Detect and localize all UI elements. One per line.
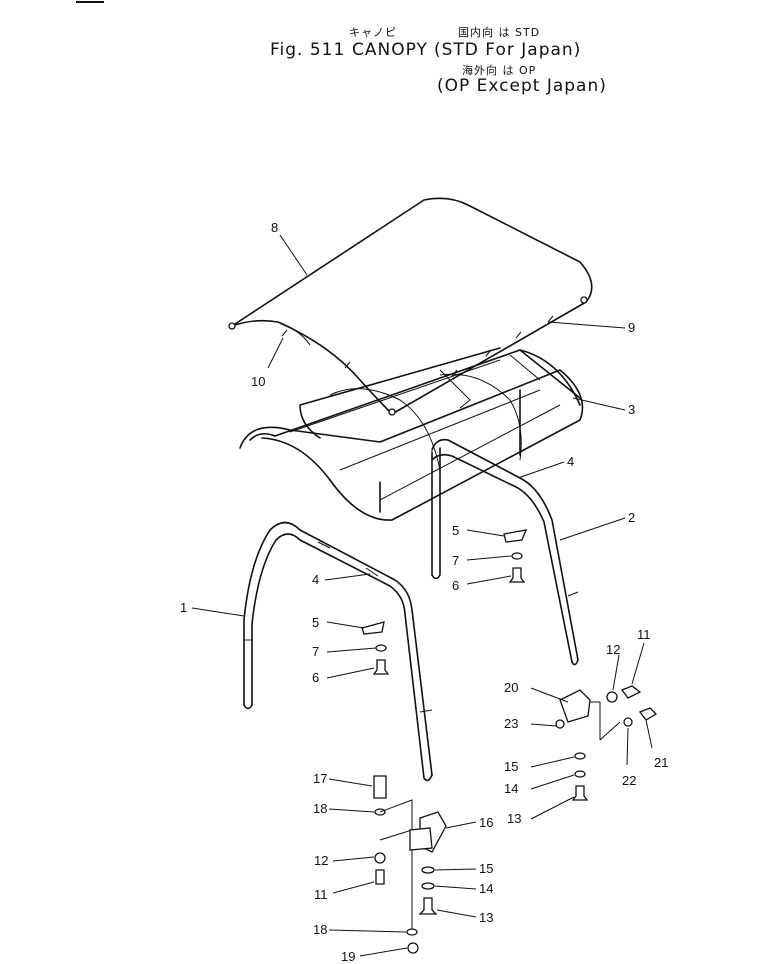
figure-title: CANOPY (352, 40, 428, 60)
callout-23: 23 (504, 716, 518, 731)
callout-9: 9 (628, 320, 635, 335)
callout-6: 6 (452, 578, 459, 593)
callout-5: 5 (312, 615, 319, 630)
callout-4: 4 (567, 454, 574, 469)
mount-bracket-right (555, 685, 658, 801)
callout-15: 15 (504, 759, 518, 774)
jp-op-note: 海外向 は OP (462, 64, 537, 77)
callout-labels: 8910342576415761112202321221514131718161… (180, 220, 668, 964)
jp-std-note: 国内向 は STD (458, 26, 541, 39)
callout-16: 16 (479, 815, 493, 830)
left-rollbar (243, 521, 433, 782)
jp-title: キャノピ (349, 26, 397, 39)
callout-6: 6 (312, 670, 319, 685)
callout-4: 4 (312, 572, 319, 587)
callout-12: 12 (606, 642, 620, 657)
std-note: (STD For Japan) (434, 40, 582, 60)
callout-7: 7 (452, 553, 459, 568)
callout-7: 7 (312, 644, 319, 659)
callout-11: 11 (314, 887, 328, 902)
callout-13: 13 (507, 811, 521, 826)
op-note: (OP Except Japan) (437, 76, 607, 96)
callout-3: 3 (628, 402, 635, 417)
callout-12: 12 (314, 853, 328, 868)
right-rollbar (431, 438, 579, 666)
callout-5: 5 (452, 523, 459, 538)
callout-20: 20 (504, 680, 518, 695)
callout-13: 13 (479, 910, 493, 925)
bracket-upper (503, 529, 528, 543)
hinge-assembly (373, 775, 447, 954)
callout-14: 14 (504, 781, 518, 796)
callout-18: 18 (313, 801, 327, 816)
callout-17: 17 (313, 771, 327, 786)
callout-2: 2 (628, 510, 635, 525)
callout-18: 18 (313, 922, 327, 937)
callout-19: 19 (341, 949, 355, 964)
callout-22: 22 (622, 773, 636, 788)
bracket-lower (361, 621, 385, 635)
figure-number: Fig. 511 (270, 40, 346, 60)
roof-frame (239, 347, 584, 580)
callout-1: 1 (180, 600, 187, 615)
callout-21: 21 (654, 755, 668, 770)
leader-lines (191, 234, 653, 957)
callout-14: 14 (479, 881, 493, 896)
callout-11: 11 (637, 627, 651, 642)
roof-panel (228, 197, 593, 416)
callout-8: 8 (271, 220, 278, 235)
callout-10: 10 (251, 374, 265, 389)
callout-15: 15 (479, 861, 493, 876)
